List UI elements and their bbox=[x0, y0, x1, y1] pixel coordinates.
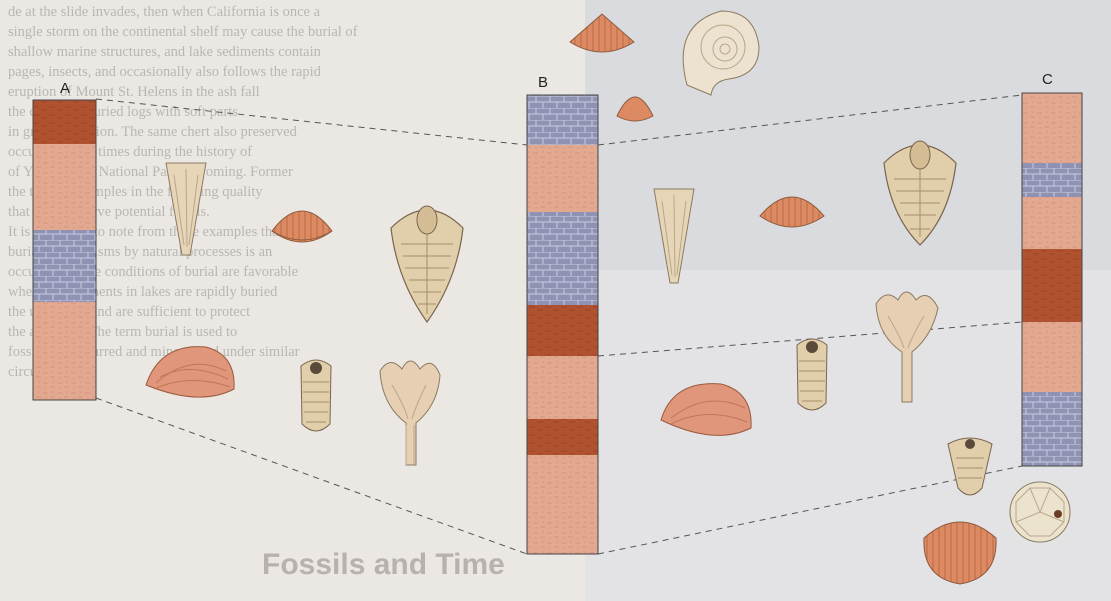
crinoid-fossil-icon bbox=[876, 292, 938, 402]
brachiopod-fossil-icon bbox=[617, 97, 653, 121]
brachiopod-fossil-icon bbox=[924, 522, 996, 584]
layer-limestone bbox=[527, 95, 598, 145]
correlation-line bbox=[96, 99, 527, 145]
brachiopod-fossil-icon bbox=[570, 14, 634, 52]
strat-column-b bbox=[527, 95, 598, 554]
strat-column-a bbox=[33, 100, 96, 400]
brachiopod-fossil-icon bbox=[272, 211, 332, 242]
layer-sandstone bbox=[1022, 197, 1082, 249]
layer-mudstone bbox=[527, 305, 598, 356]
ammonite-fossil-icon bbox=[683, 11, 759, 95]
layer-limestone bbox=[527, 212, 598, 305]
cystoid-fossil-icon bbox=[1010, 482, 1070, 542]
clam-fossil-icon bbox=[146, 347, 234, 397]
trilobite-fossil-icon bbox=[391, 206, 463, 322]
layer-mudstone bbox=[527, 419, 598, 455]
column-label-b: B bbox=[538, 74, 548, 91]
layer-limestone bbox=[1022, 163, 1082, 197]
layer-mudstone bbox=[33, 100, 96, 144]
small-trilobite-fossil-icon bbox=[301, 360, 331, 431]
horn-coral-fossil-icon bbox=[166, 163, 206, 255]
layer-limestone bbox=[33, 230, 96, 302]
layer-sandstone bbox=[1022, 93, 1082, 163]
clam-fossil-icon bbox=[661, 384, 751, 436]
column-label-a: A bbox=[60, 80, 70, 97]
layer-sandstone bbox=[527, 356, 598, 419]
layer-sandstone bbox=[527, 145, 598, 212]
correlation-line bbox=[598, 95, 1022, 145]
horn-coral-fossil-icon bbox=[654, 189, 694, 283]
layer-sandstone bbox=[1022, 322, 1082, 392]
column-label-c: C bbox=[1042, 71, 1053, 88]
layer-mudstone bbox=[1022, 249, 1082, 322]
layer-sandstone bbox=[33, 302, 96, 400]
strat-column-c bbox=[1022, 93, 1082, 466]
trilobite-fossil-icon bbox=[884, 141, 956, 245]
small-trilobite-fossil-icon bbox=[797, 339, 827, 410]
layer-sandstone bbox=[527, 455, 598, 554]
small-trilobite-fossil-icon bbox=[948, 438, 992, 495]
layer-limestone bbox=[1022, 392, 1082, 466]
layer-sandstone bbox=[33, 144, 96, 230]
brachiopod-fossil-icon bbox=[760, 197, 824, 227]
crinoid-fossil-icon bbox=[380, 361, 440, 465]
